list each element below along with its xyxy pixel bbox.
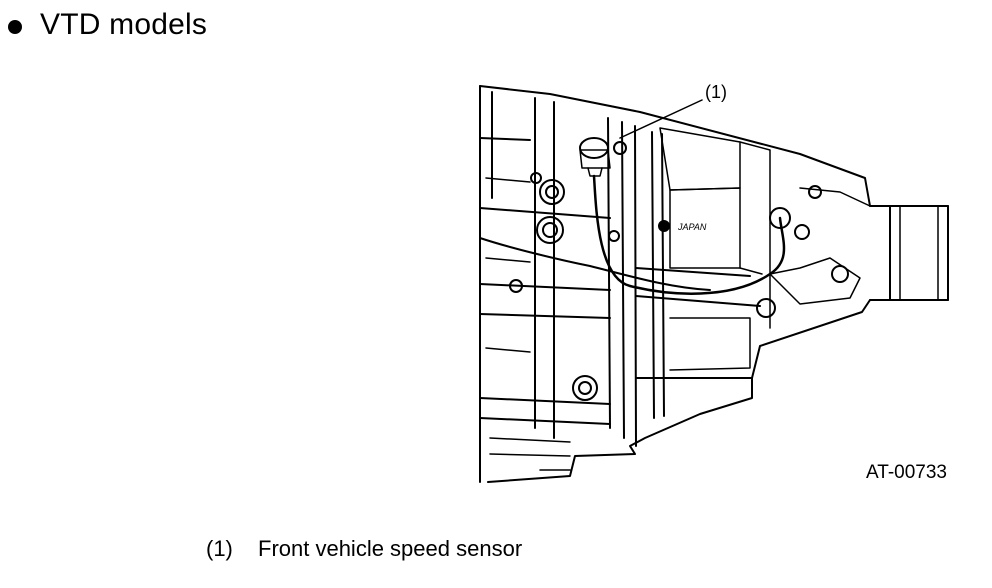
- section-heading: VTD models: [8, 8, 207, 42]
- legend-item: (1) Front vehicle speed sensor: [206, 536, 522, 562]
- speed-sensor: [579, 137, 609, 159]
- transmission-illustration: JAPAN: [470, 78, 970, 498]
- legend-label: Front vehicle speed sensor: [258, 536, 523, 561]
- callout-leader: [619, 99, 703, 139]
- bullet-icon: [8, 19, 22, 34]
- housing-outline: [479, 85, 949, 483]
- legend-number: (1): [206, 536, 233, 561]
- japan-stamp: JAPAN: [677, 222, 707, 232]
- heading-text: VTD models: [40, 8, 208, 41]
- figure-id: AT-00733: [866, 462, 947, 483]
- callout-number: (1): [705, 82, 727, 102]
- transmission-drawing: JAPAN: [479, 85, 949, 483]
